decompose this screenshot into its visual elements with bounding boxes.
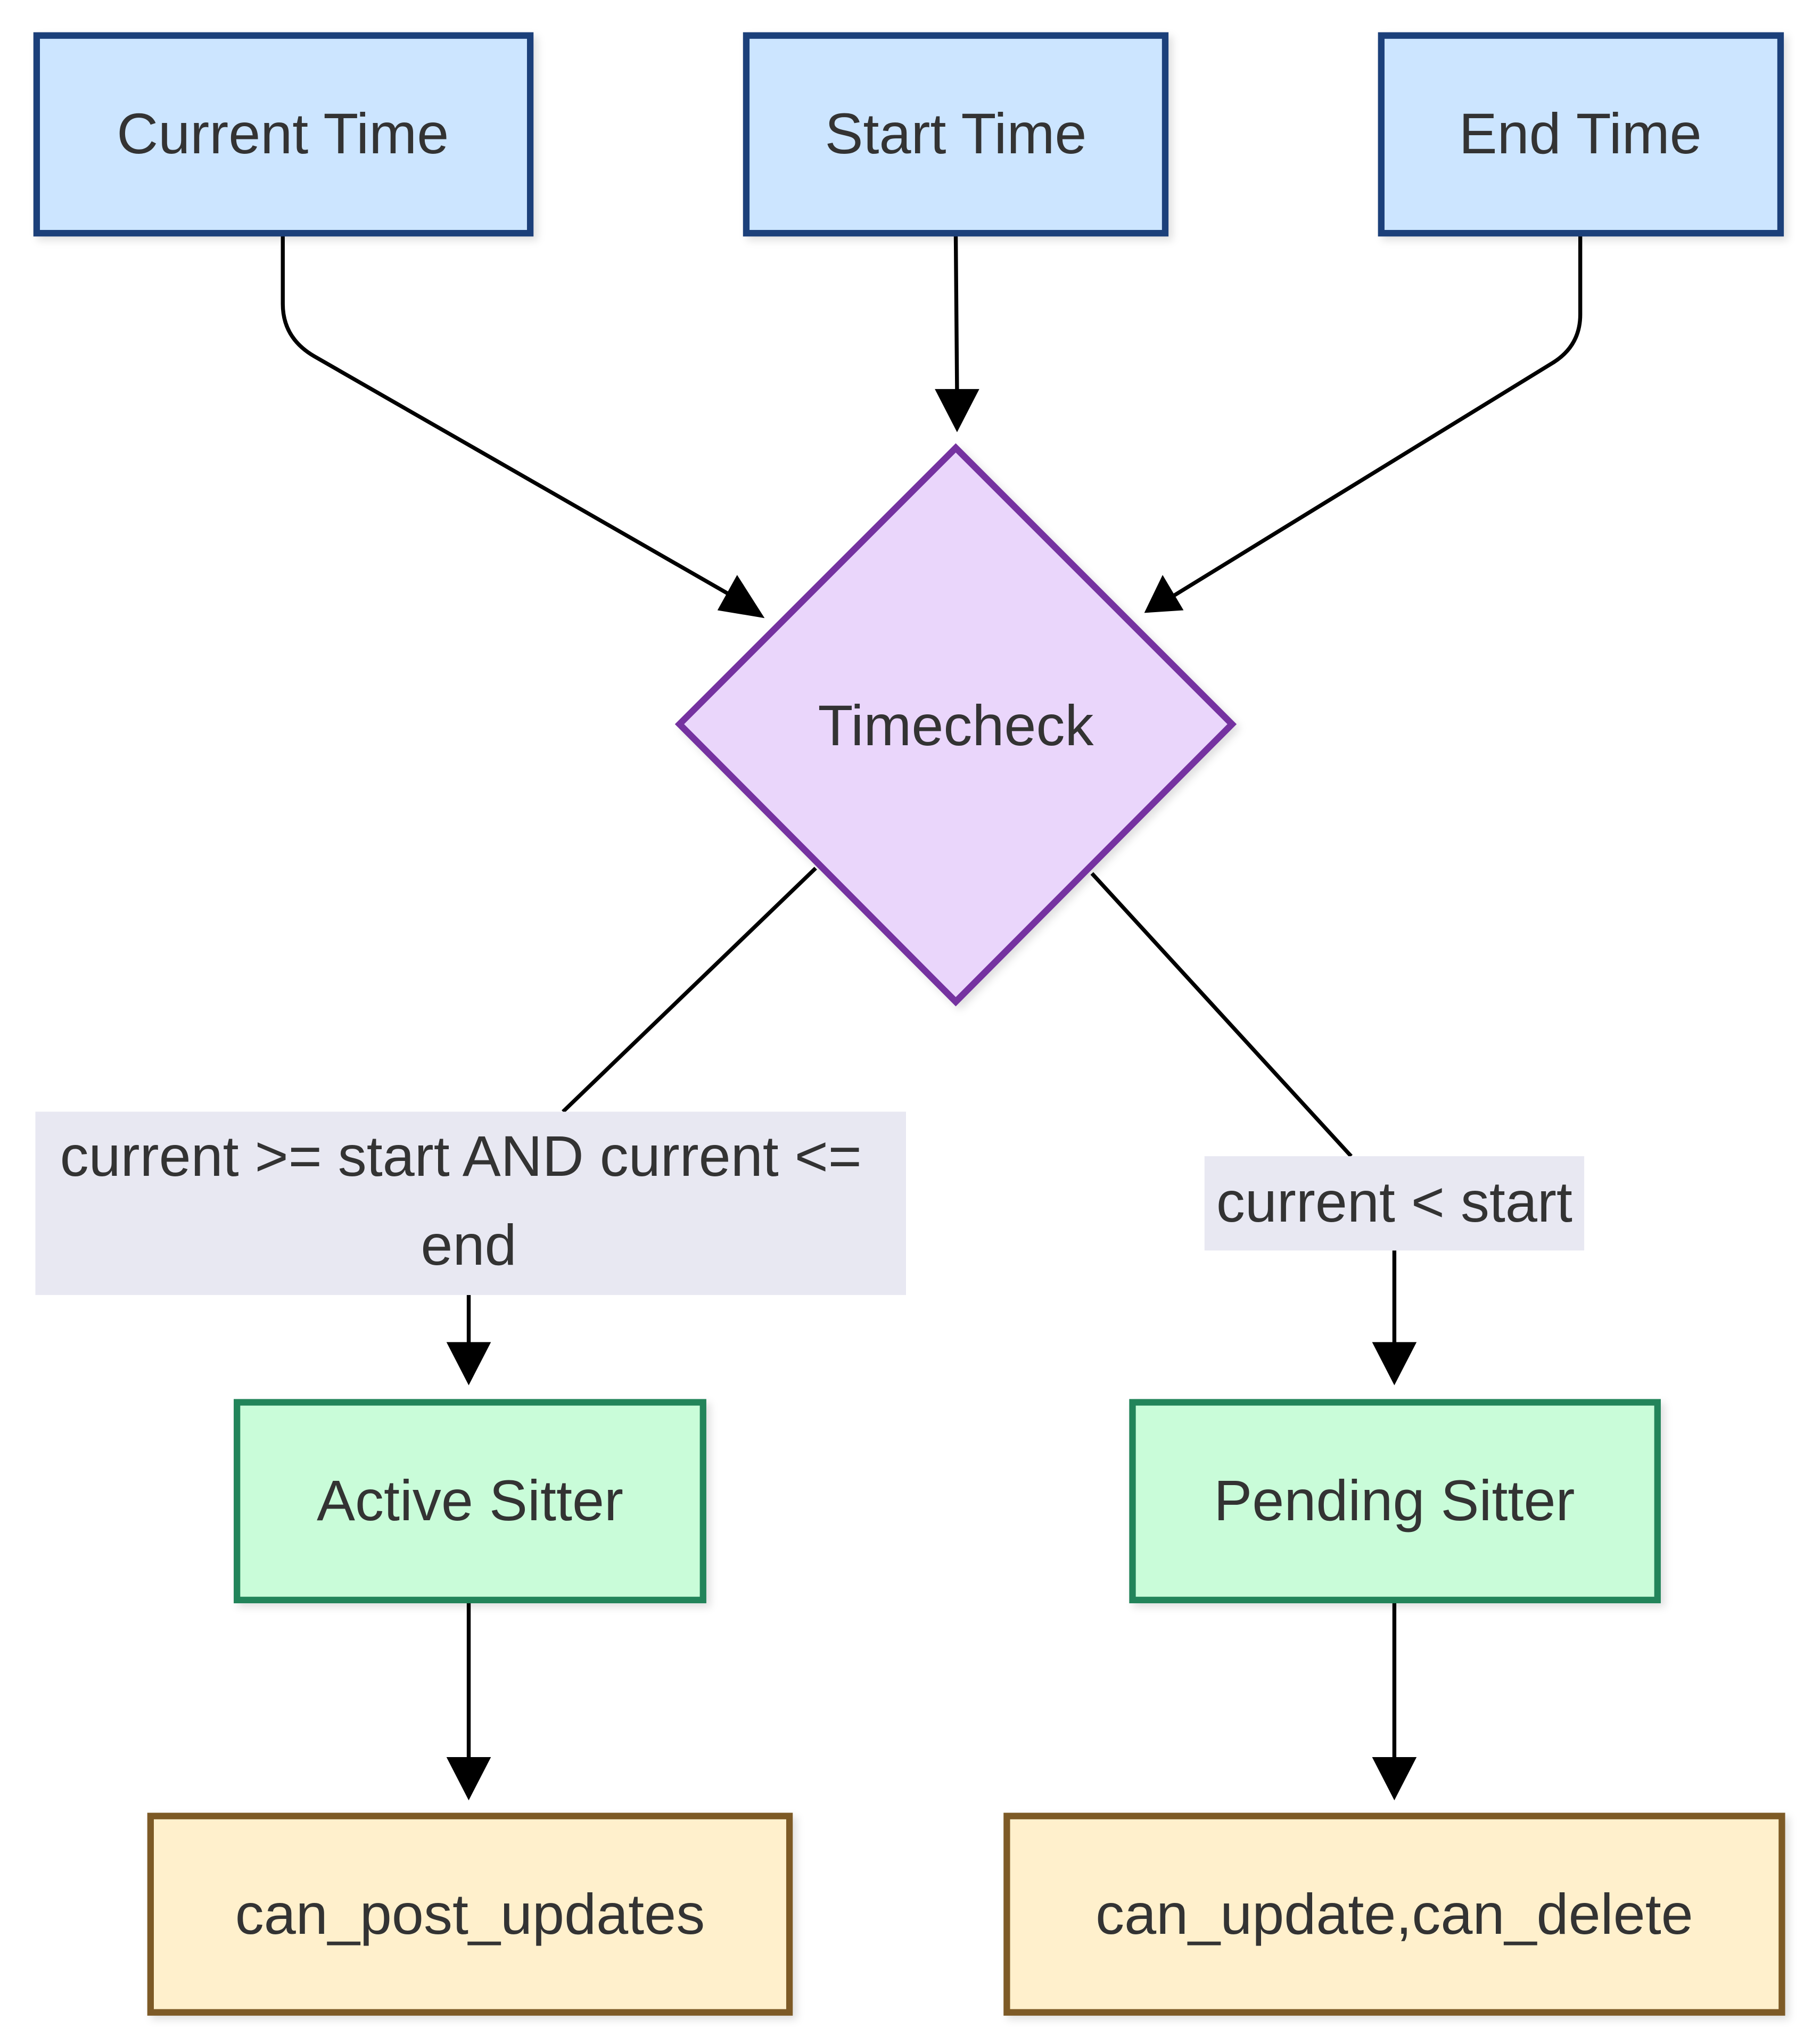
node-box <box>33 32 534 237</box>
arrowhead-can-update-delete-edge <box>1372 1757 1417 1801</box>
node-label: End Time <box>1459 101 1702 166</box>
node-timecheck[interactable]: Timecheck <box>674 443 1237 1007</box>
decision-diamond <box>674 443 1237 1007</box>
node-label: Timecheck <box>818 693 1094 757</box>
arrowhead-start-time-edge <box>935 389 979 432</box>
arrowhead-current-time-edge <box>717 575 765 619</box>
edge-label-line-2: end <box>421 1213 516 1277</box>
edge-timecheck-to-active-sitter-upper <box>562 867 817 1114</box>
node-label: Pending Sitter <box>1214 1468 1575 1532</box>
node-current-time[interactable]: Current Time <box>33 32 534 237</box>
node-box <box>1129 1399 1661 1604</box>
edge-end-time-to-timecheck <box>1168 233 1583 600</box>
edges <box>281 233 1583 1761</box>
node-end-time[interactable]: End Time <box>1378 32 1784 237</box>
arrowhead-pending-sitter-edge <box>1372 1342 1417 1386</box>
node-box <box>1378 32 1784 237</box>
edge-current-time-to-timecheck <box>281 233 733 598</box>
edge-label-background <box>1204 1156 1585 1251</box>
edge-label-active-condition: current >= start AND current <= end <box>35 1111 907 1295</box>
node-box <box>147 1812 793 2016</box>
arrowhead-end-time-edge <box>1144 575 1184 613</box>
node-can-update-delete[interactable]: can_update,can_delete <box>1003 1812 1785 2016</box>
node-label: Current Time <box>117 101 449 166</box>
node-label: Active Sitter <box>317 1468 623 1532</box>
node-label: can_post_updates <box>235 1882 705 1946</box>
node-box <box>1003 1812 1785 2016</box>
arrowhead-can-post-updates-edge <box>446 1757 491 1801</box>
arrowhead-active-sitter-edge <box>446 1342 491 1386</box>
node-box <box>234 1399 706 1604</box>
node-start-time[interactable]: Start Time <box>743 32 1169 237</box>
node-can-post-updates[interactable]: can_post_updates <box>147 1812 793 2016</box>
edge-label-line-1: current >= start AND current <= <box>60 1124 862 1188</box>
node-label: can_update,can_delete <box>1096 1882 1693 1946</box>
node-label: Start Time <box>825 101 1086 166</box>
node-box <box>743 32 1169 237</box>
arrowheads <box>446 389 1417 1801</box>
edge-timecheck-to-pending-sitter-upper <box>1090 872 1353 1158</box>
node-active-sitter[interactable]: Active Sitter <box>234 1399 706 1604</box>
edge-label-line-1: current < start <box>1216 1169 1572 1234</box>
edge-start-time-to-timecheck <box>953 233 959 393</box>
edge-label-pending-condition: current < start <box>1204 1156 1585 1251</box>
node-pending-sitter[interactable]: Pending Sitter <box>1129 1399 1661 1604</box>
edge-label-background <box>35 1111 907 1295</box>
